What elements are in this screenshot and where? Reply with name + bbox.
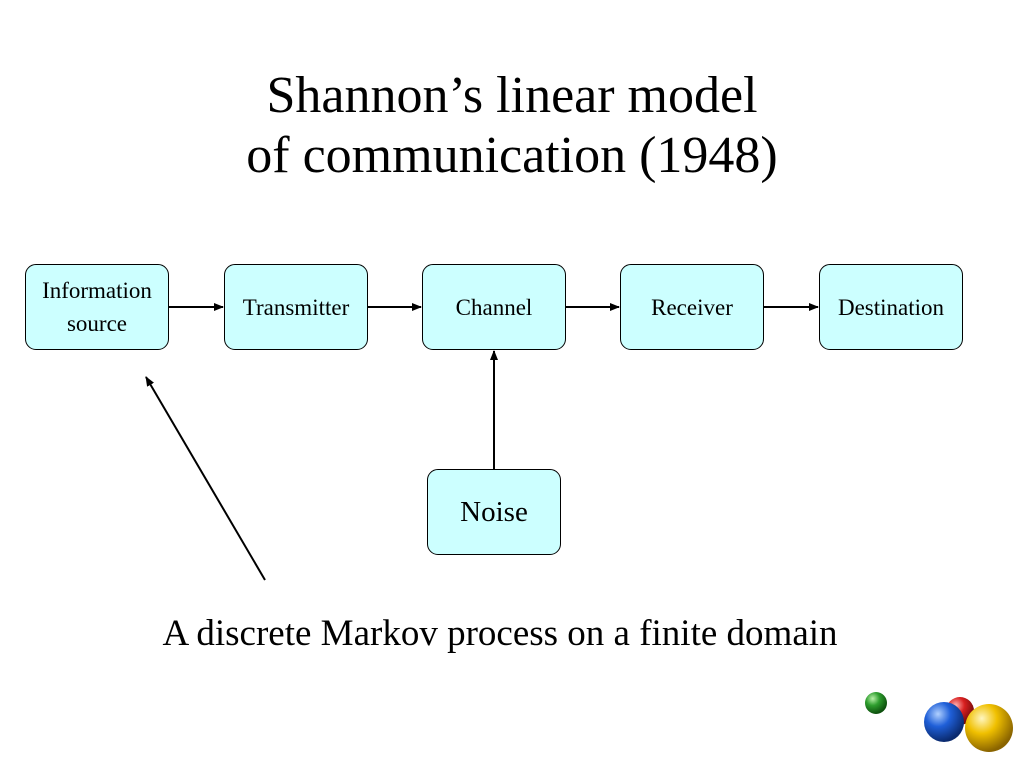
caption-text: A discrete Markov process on a finite do…	[162, 613, 838, 654]
blue-ball-icon	[924, 702, 964, 742]
node-destination: Destination	[819, 264, 963, 350]
node-channel: Channel	[422, 264, 566, 350]
node-transmitter-label: Transmitter	[242, 294, 350, 320]
title-line-2: of communication (1948)	[246, 127, 778, 184]
node-information-source: Information source	[25, 264, 169, 350]
node-destination-label: Destination	[837, 294, 945, 320]
green-ball-icon	[865, 692, 887, 714]
node-information-source-line-1: Information	[42, 278, 152, 303]
node-receiver: Receiver	[620, 264, 764, 350]
node-information-source-line-2: source	[66, 311, 127, 336]
arrow-caption-to-source	[145, 376, 266, 581]
node-noise-label: Noise	[460, 495, 528, 528]
node-channel-label: Channel	[455, 294, 533, 320]
title-line-1: Shannon’s linear model	[266, 67, 758, 124]
node-transmitter: Transmitter	[224, 264, 368, 350]
yellow-ball-icon	[965, 704, 1013, 752]
slide-title: Shannon’s linear model of communication …	[0, 66, 1024, 186]
node-noise: Noise	[427, 469, 561, 555]
node-receiver-label: Receiver	[651, 294, 733, 320]
